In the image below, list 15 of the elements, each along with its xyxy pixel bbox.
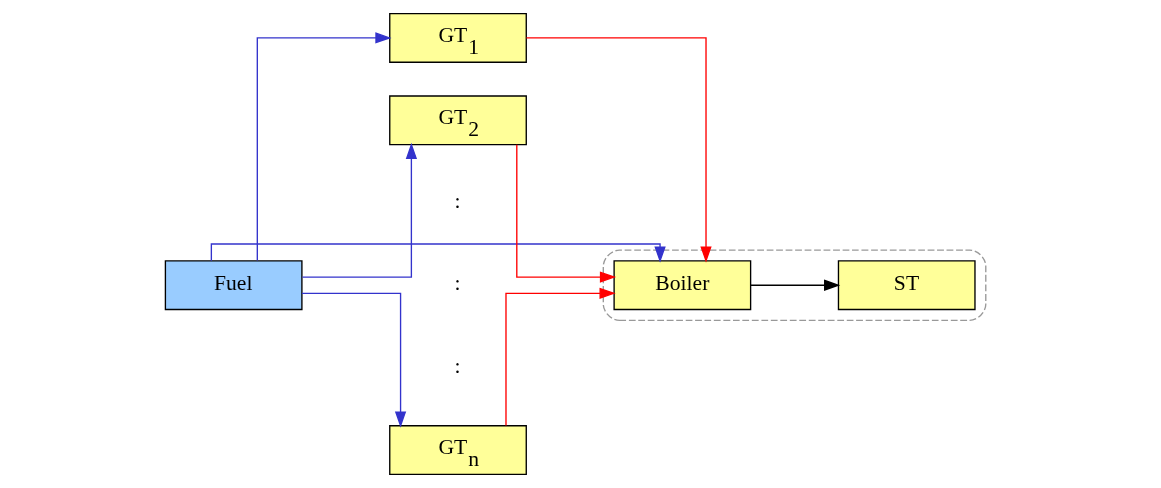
arrow bbox=[515, 144, 616, 283]
arrow bbox=[210, 243, 666, 263]
arrow bbox=[525, 37, 712, 263]
label: : bbox=[454, 271, 461, 296]
arrow bbox=[300, 292, 406, 428]
cluster bbox=[602, 249, 986, 322]
arrow bbox=[504, 287, 616, 427]
node-box: Fuel bbox=[164, 260, 303, 311]
arrow bbox=[256, 32, 392, 262]
arrow bbox=[749, 279, 840, 291]
node-box: Boiler bbox=[612, 260, 751, 311]
label: : bbox=[454, 188, 461, 213]
node-box: ST bbox=[837, 260, 976, 311]
arrow bbox=[301, 142, 417, 278]
label: : bbox=[454, 353, 461, 378]
